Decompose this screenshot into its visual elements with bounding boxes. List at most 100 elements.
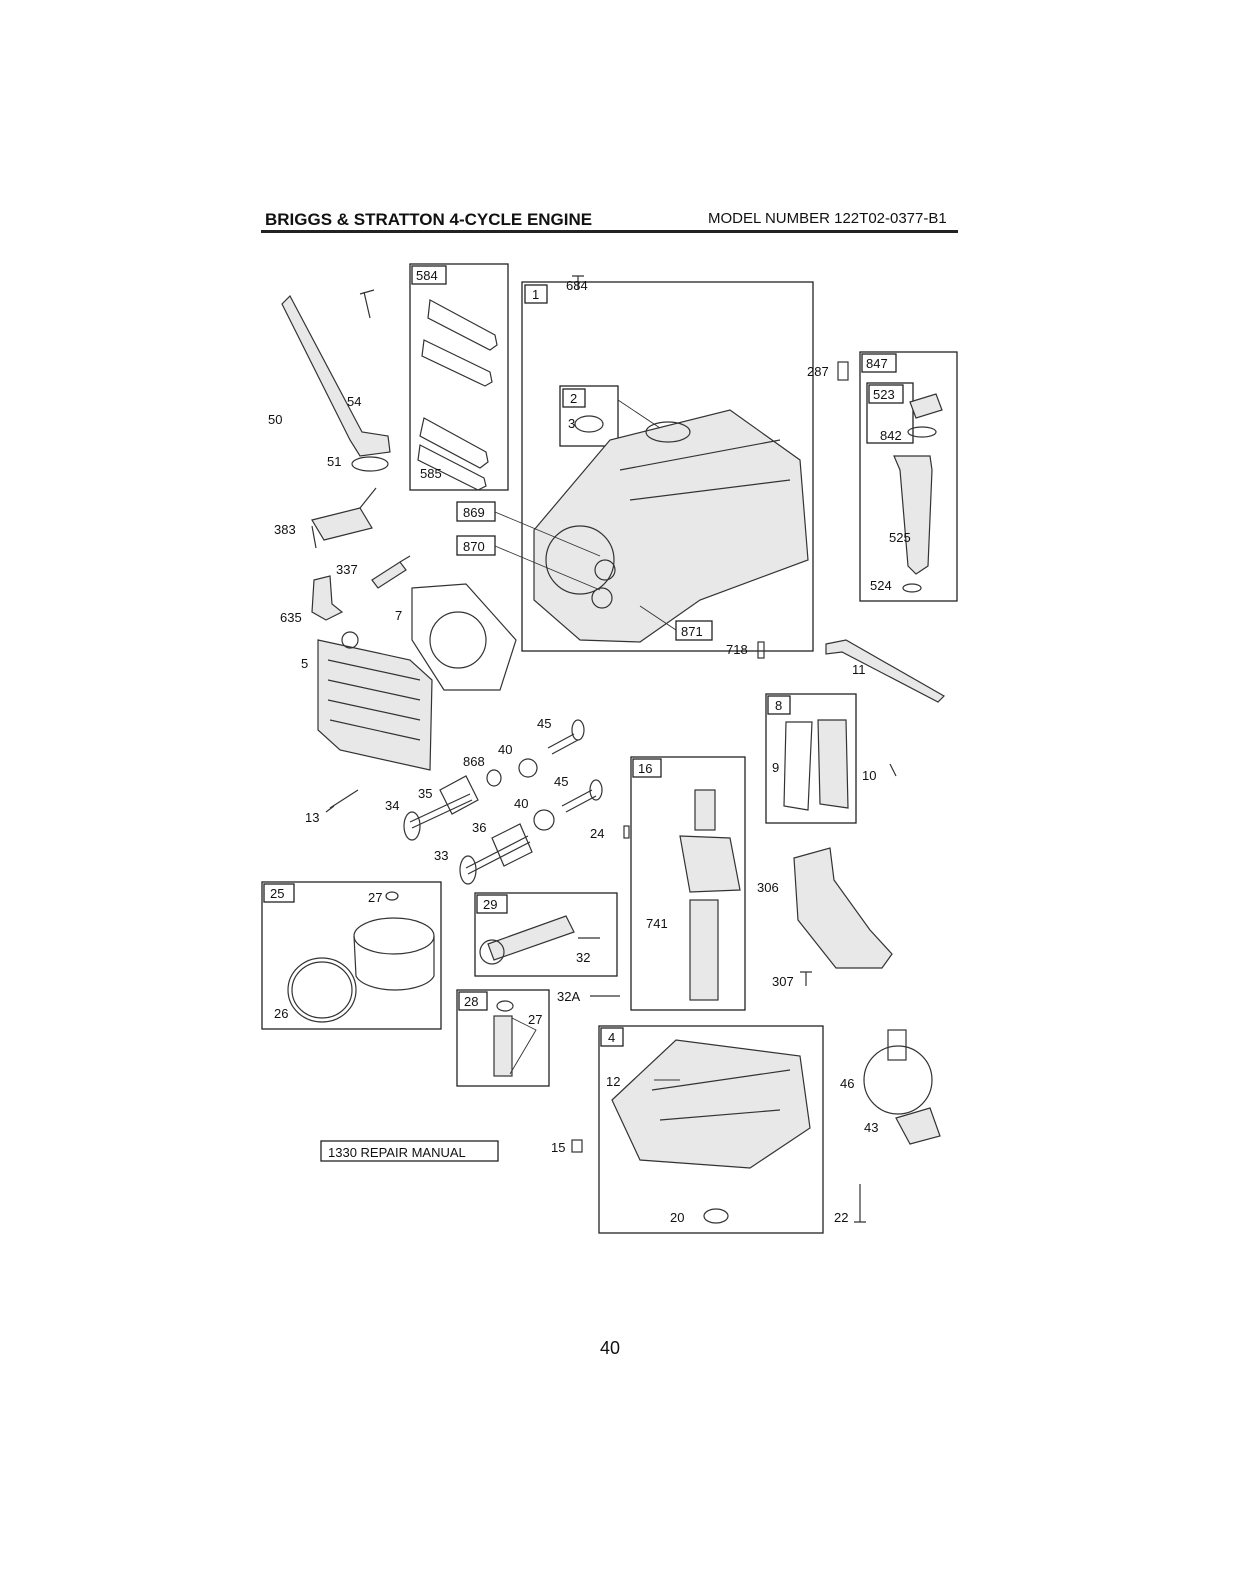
svg-text:870: 870 [463,539,485,554]
part-labels: 50 51 54 585 684 287 3 842 525 524 383 3… [268,278,911,1225]
svg-text:2: 2 [570,391,577,406]
svg-text:8: 8 [775,698,782,713]
spark-plug-illustration [371,555,411,589]
screw-307-illustration [800,971,812,986]
label-524: 524 [870,578,892,593]
head-gasket-illustration [411,583,517,691]
piston-illustration [353,917,435,991]
label-5: 5 [301,656,308,671]
label-307: 307 [772,974,794,989]
label-287: 287 [807,364,829,379]
cam-gear-illustration [863,1029,933,1115]
tag-25: 25 [263,883,295,903]
label-20: 20 [670,1210,684,1225]
group-box-28 [456,989,550,1087]
choke-link-illustration [311,487,377,549]
label-45a: 45 [537,716,551,731]
tag-29: 29 [476,894,508,914]
piston-rings-illustration [287,957,357,1023]
tag-16: 16 [632,758,662,778]
group-box-29 [474,892,618,977]
svg-text:29: 29 [483,897,497,912]
intake-gaskets-illustration [417,299,498,491]
label-10: 10 [862,768,876,783]
label-842: 842 [880,428,902,443]
label-50: 50 [268,412,282,427]
label-34: 34 [385,798,399,813]
svg-text:1: 1 [532,287,539,302]
label-43: 43 [864,1120,878,1135]
tag-2: 2 [562,388,586,408]
group-box-4 [598,1025,824,1234]
label-525: 525 [889,530,911,545]
group-box-2 [559,385,619,447]
svg-text:523: 523 [873,387,895,402]
dowel-pin-illustration [757,641,765,659]
model-number: MODEL NUMBER 122T02-0377-B1 [708,210,947,227]
shield-306-illustration [793,847,893,969]
screw-287-illustration [837,361,849,381]
label-27a: 27 [368,890,382,905]
connecting-rod-illustration [479,915,600,965]
group-box-1 [521,281,814,652]
label-51: 51 [327,454,341,469]
pipe-11-illustration [825,639,945,703]
svg-text:871: 871 [681,624,703,639]
label-741: 741 [646,916,668,931]
dipstick-tube-illustration [893,393,943,593]
tag-869: 869 [456,501,496,522]
screw-22-illustration [854,1184,866,1223]
label-32: 32 [576,950,590,965]
clip-27-illustration [385,891,399,901]
leader-lines [494,399,680,1081]
tag-523: 523 [868,384,904,404]
sump-illustration [611,1039,811,1224]
label-46: 46 [840,1076,854,1091]
repair-manual-label: 1330 REPAIR MANUAL [328,1145,466,1160]
label-36: 36 [472,820,486,835]
tag-847: 847 [861,353,897,373]
label-684: 684 [566,278,588,293]
label-3: 3 [568,416,575,431]
label-22: 22 [834,1210,848,1225]
cylinder-block-illustration [533,409,809,643]
label-868: 868 [463,754,485,769]
group-box-523 [866,382,914,444]
tag-8: 8 [767,695,791,715]
pin-24-illustration [623,825,630,839]
group-box-847 [859,351,958,602]
svg-text:25: 25 [270,886,284,901]
group-box-8 [765,693,857,824]
svg-text:28: 28 [464,994,478,1009]
tag-28: 28 [458,991,488,1011]
repair-manual-box [320,1140,499,1162]
svg-text:4: 4 [608,1030,615,1045]
rocker-shaft-illustration [547,719,603,813]
label-40b: 40 [514,796,528,811]
group-box-16 [630,756,746,1011]
cylinder-head-illustration [317,631,433,771]
label-35: 35 [418,786,432,801]
plug-15-illustration [571,1139,583,1153]
group-box-25 [261,881,442,1030]
label-635: 635 [280,610,302,625]
header-rule [261,230,958,233]
page-title: BRIGGS & STRATTON 4-CYCLE ENGINE [265,210,593,229]
spark-plug-boot-illustration [311,575,344,621]
label-11: 11 [852,662,866,677]
svg-text:847: 847 [866,356,888,371]
label-9: 9 [772,760,779,775]
label-33: 33 [434,848,448,863]
label-24: 24 [590,826,604,841]
tag-871: 871 [675,620,713,641]
label-718: 718 [726,642,748,657]
label-54: 54 [347,394,361,409]
label-40a: 40 [498,742,512,757]
tag-584: 584 [411,265,447,285]
label-27b: 27 [528,1012,542,1027]
tag-1: 1 [524,284,548,304]
label-585: 585 [420,466,442,481]
svg-text:16: 16 [638,761,652,776]
label-13: 13 [305,810,319,825]
label-383: 383 [274,522,296,537]
